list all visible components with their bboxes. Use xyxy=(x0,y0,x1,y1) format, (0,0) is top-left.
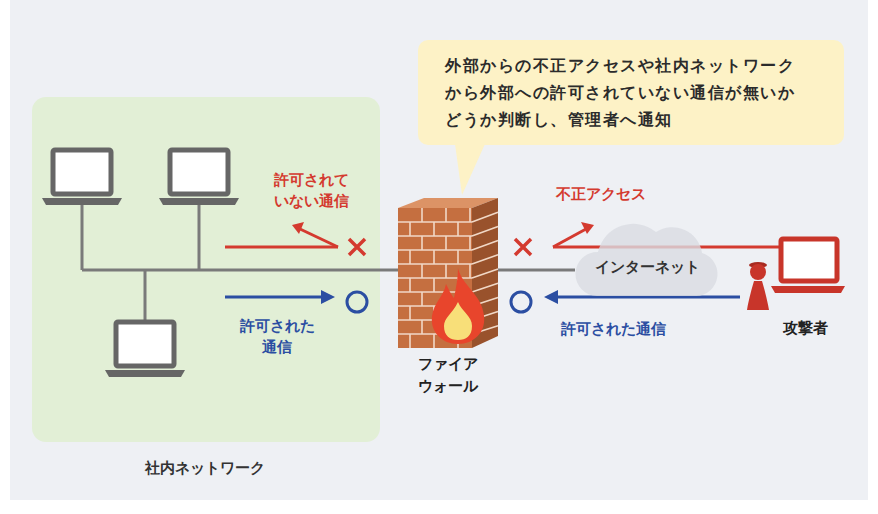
flow-label: 許可されて いない通信 xyxy=(274,170,349,212)
text-label: ファイア ウォール xyxy=(418,354,478,398)
caption-holder: ファイア ウォール xyxy=(328,354,568,398)
network-wire xyxy=(82,205,575,320)
text-label: 社内ネットワーク xyxy=(145,458,265,480)
firewall-icon: ファイア ウォール xyxy=(398,198,498,348)
caption-holder: 社内ネットワーク xyxy=(85,458,325,480)
caption-holder: インターネット xyxy=(572,258,722,277)
flow-label: 不正アクセス xyxy=(556,184,646,205)
text-label: 攻撃者 xyxy=(783,318,828,340)
caption-holder: 攻撃者 xyxy=(685,318,878,340)
text-label: インターネット xyxy=(595,258,700,277)
label-holder: 不正アクセス xyxy=(481,184,721,205)
flow-label: 許可された通信 xyxy=(561,319,666,340)
cloud-shape xyxy=(572,212,722,300)
label-holder: 許可されて いない通信 xyxy=(191,170,431,212)
callout-bubble: 外部からの不正アクセスや社内ネットワーク から外部への許可されていない通信が無い… xyxy=(418,40,844,145)
text-label: 外部からの不正アクセスや社内ネットワーク から外部への許可されていない通信が無い… xyxy=(445,52,817,133)
label-holder: 許可された通信 xyxy=(493,319,733,340)
attacker-figure xyxy=(742,234,845,310)
laptop-icon xyxy=(42,150,122,205)
laptop-icon xyxy=(159,150,239,205)
attacker-icon: 攻撃者 xyxy=(742,234,845,310)
label-holder: 許可された 通信 xyxy=(157,316,397,358)
flow-label: 許可された 通信 xyxy=(240,316,315,358)
laptop-icon xyxy=(105,322,185,377)
firewall-wall xyxy=(398,198,498,348)
internet-cloud: インターネット xyxy=(572,212,722,300)
